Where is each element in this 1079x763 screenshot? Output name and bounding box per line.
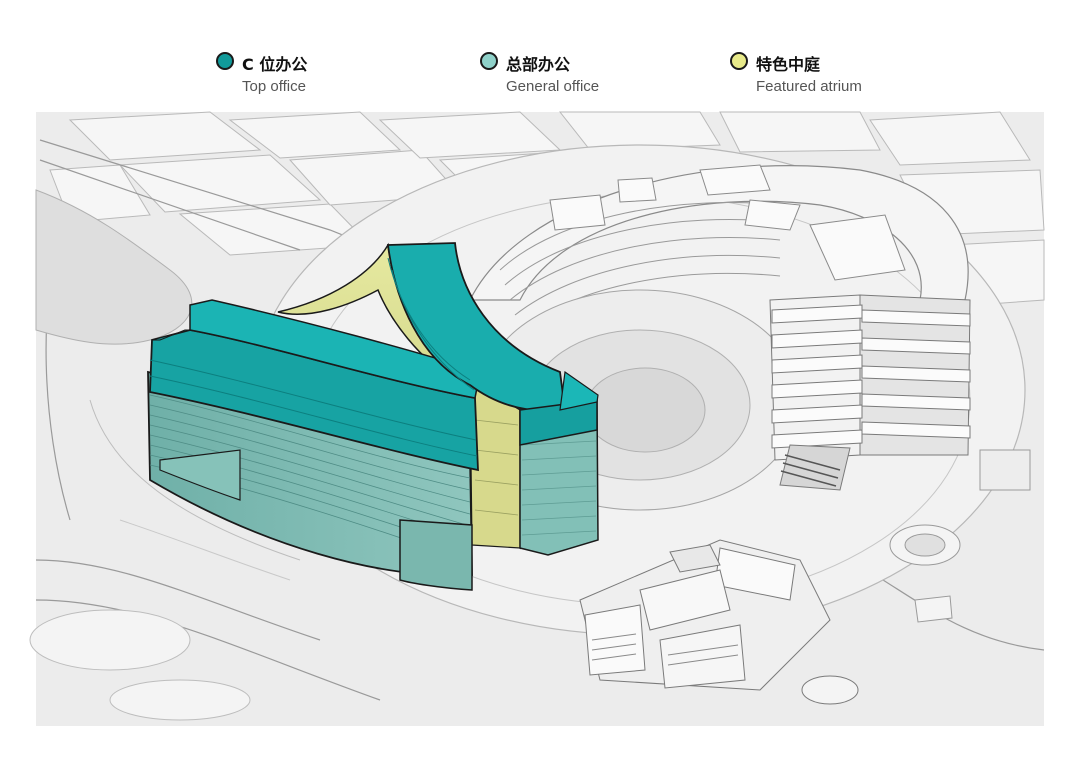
legend-label-en: Top office: [242, 78, 306, 95]
legend-swatch-top-office: [216, 52, 234, 70]
legend: C 位办公 Top office 总部办公 General office 特色中…: [0, 50, 1079, 110]
legend-label-en: General office: [506, 78, 600, 95]
site-details-right: [889, 449, 1031, 623]
legend-label-en: Featured atrium: [756, 78, 862, 95]
legend-label-cn: C 位办公: [242, 55, 308, 74]
legend-swatch-featured-atrium: [730, 52, 748, 70]
headquarters-office-building: [147, 242, 599, 591]
legend-swatch-general-office: [480, 52, 498, 70]
low-building-complex: [579, 539, 859, 705]
legend-label-cn: 特色中庭: [756, 55, 821, 74]
stepped-tower: [769, 294, 971, 491]
top-office-right-wing: [386, 242, 567, 412]
legend-label-cn: 总部办公: [506, 55, 571, 74]
